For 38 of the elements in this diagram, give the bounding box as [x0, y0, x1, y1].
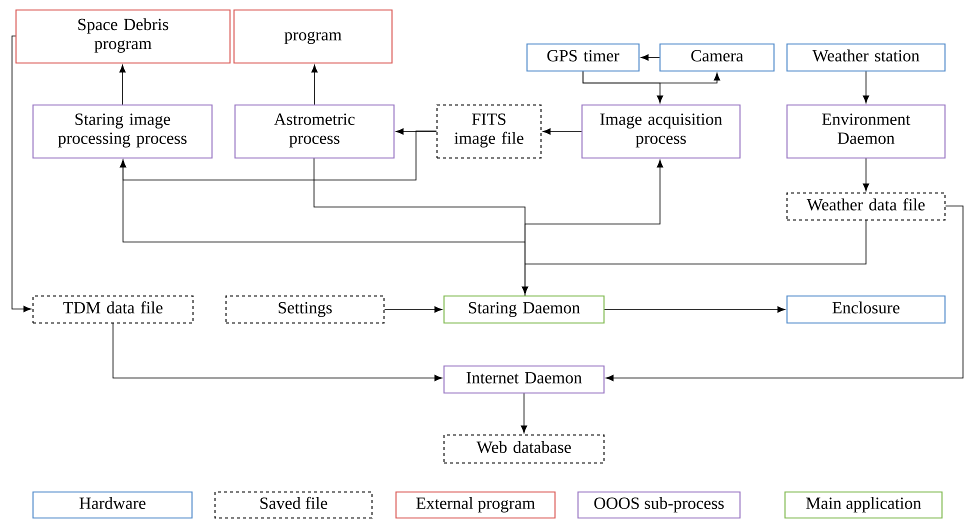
file-box: Weather data file — [786, 192, 946, 221]
arrow — [520, 393, 528, 434]
file-box: Settings — [225, 295, 385, 324]
legend-item: Main application — [784, 491, 943, 519]
legend-item: External program — [395, 491, 556, 519]
arrow — [604, 306, 786, 313]
arrow — [522, 220, 866, 294]
arrow — [384, 306, 442, 313]
file-box: FITS image file — [436, 104, 542, 159]
file-box: Web database — [443, 434, 605, 464]
arrow — [582, 71, 720, 84]
process-box: Image acquisition process — [581, 104, 741, 159]
process-box: Staring image processing process — [32, 104, 213, 159]
hardware-box: Weather station — [786, 43, 946, 72]
hardware-box: GPS timer — [526, 43, 640, 72]
program-box: program — [233, 9, 393, 64]
arrow — [542, 128, 582, 135]
arrow — [862, 158, 870, 192]
hardware-box: Camera — [659, 43, 775, 72]
process-box: Internet Daemon — [443, 365, 605, 394]
arrow — [396, 128, 437, 135]
process-box: Astrometric process — [234, 104, 395, 159]
hardware-box: Enclosure — [786, 295, 946, 324]
file-box: TDM data file — [32, 295, 194, 324]
arrow — [640, 54, 660, 61]
legend-item: Saved file — [214, 491, 373, 519]
arrow — [119, 64, 126, 105]
arrow — [112, 323, 442, 382]
arrow — [524, 160, 664, 296]
arrow — [311, 64, 318, 105]
arrow — [862, 71, 870, 104]
process-box: Environment Daemon — [786, 104, 946, 159]
arrow — [606, 206, 964, 382]
arrow — [12, 36, 32, 312]
application-box: Staring Daemon — [443, 295, 605, 324]
program-box: Space Debris program — [15, 9, 231, 64]
legend-item: Hardware — [32, 491, 193, 519]
legend-item: OOOS sub-process — [577, 491, 741, 519]
